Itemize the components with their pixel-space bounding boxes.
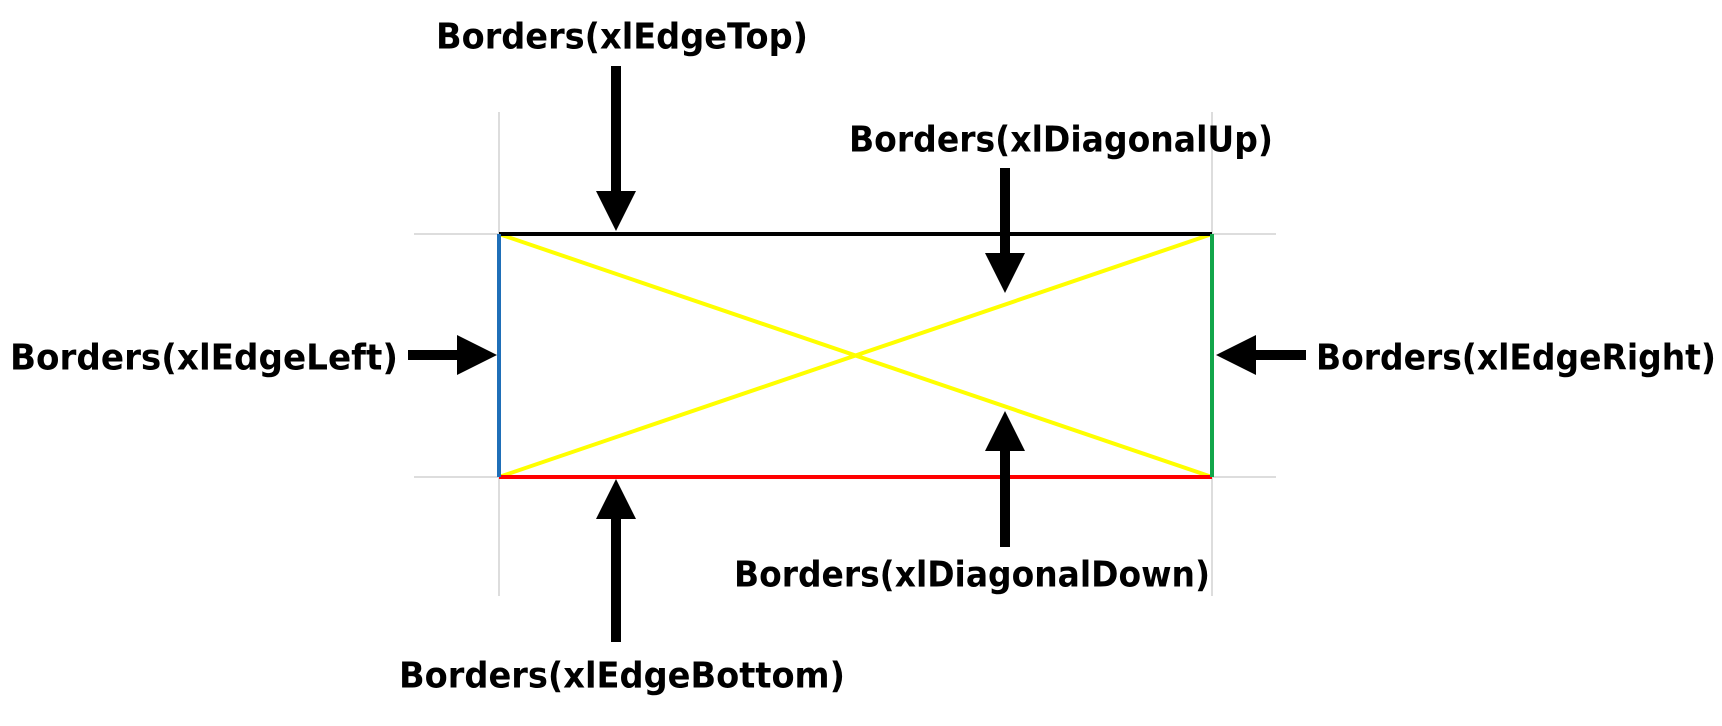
label-edge-bottom: Borders(xlEdgeBottom) (399, 656, 845, 697)
label-edge-right: Borders(xlEdgeRight) (1316, 338, 1716, 379)
label-edge-top: Borders(xlEdgeTop) (436, 17, 808, 58)
label-diagonal-up: Borders(xlDiagonalUp) (849, 120, 1273, 161)
label-edge-left: Borders(xlEdgeLeft) (10, 338, 398, 379)
label-diagonal-down: Borders(xlDiagonalDown) (734, 555, 1210, 596)
diagonal-up-border (498, 232, 1213, 479)
